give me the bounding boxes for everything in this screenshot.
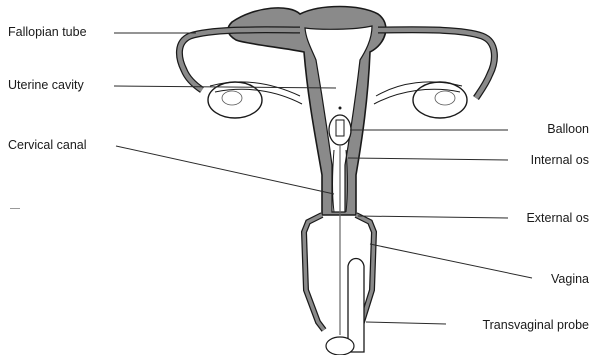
label-internal-os: Internal os (531, 153, 589, 167)
scan-artifact (10, 208, 20, 209)
label-cervical-canal: Cervical canal (8, 138, 87, 152)
leader-external-os (358, 216, 508, 218)
transvaginal-probe-shape (348, 259, 364, 353)
label-balloon: Balloon (547, 122, 589, 136)
leader-vagina (370, 244, 532, 278)
label-uterine-cavity: Uterine cavity (8, 78, 84, 92)
right-ovary (413, 82, 467, 118)
label-external-os: External os (526, 211, 589, 225)
label-fallopian-tube: Fallopian tube (8, 25, 87, 39)
leader-internal-os (348, 158, 508, 160)
leader-probe (366, 322, 446, 324)
label-vagina: Vagina (551, 272, 589, 286)
label-transvaginal-probe: Transvaginal probe (482, 318, 589, 332)
leader-cervical-canal (116, 146, 334, 194)
